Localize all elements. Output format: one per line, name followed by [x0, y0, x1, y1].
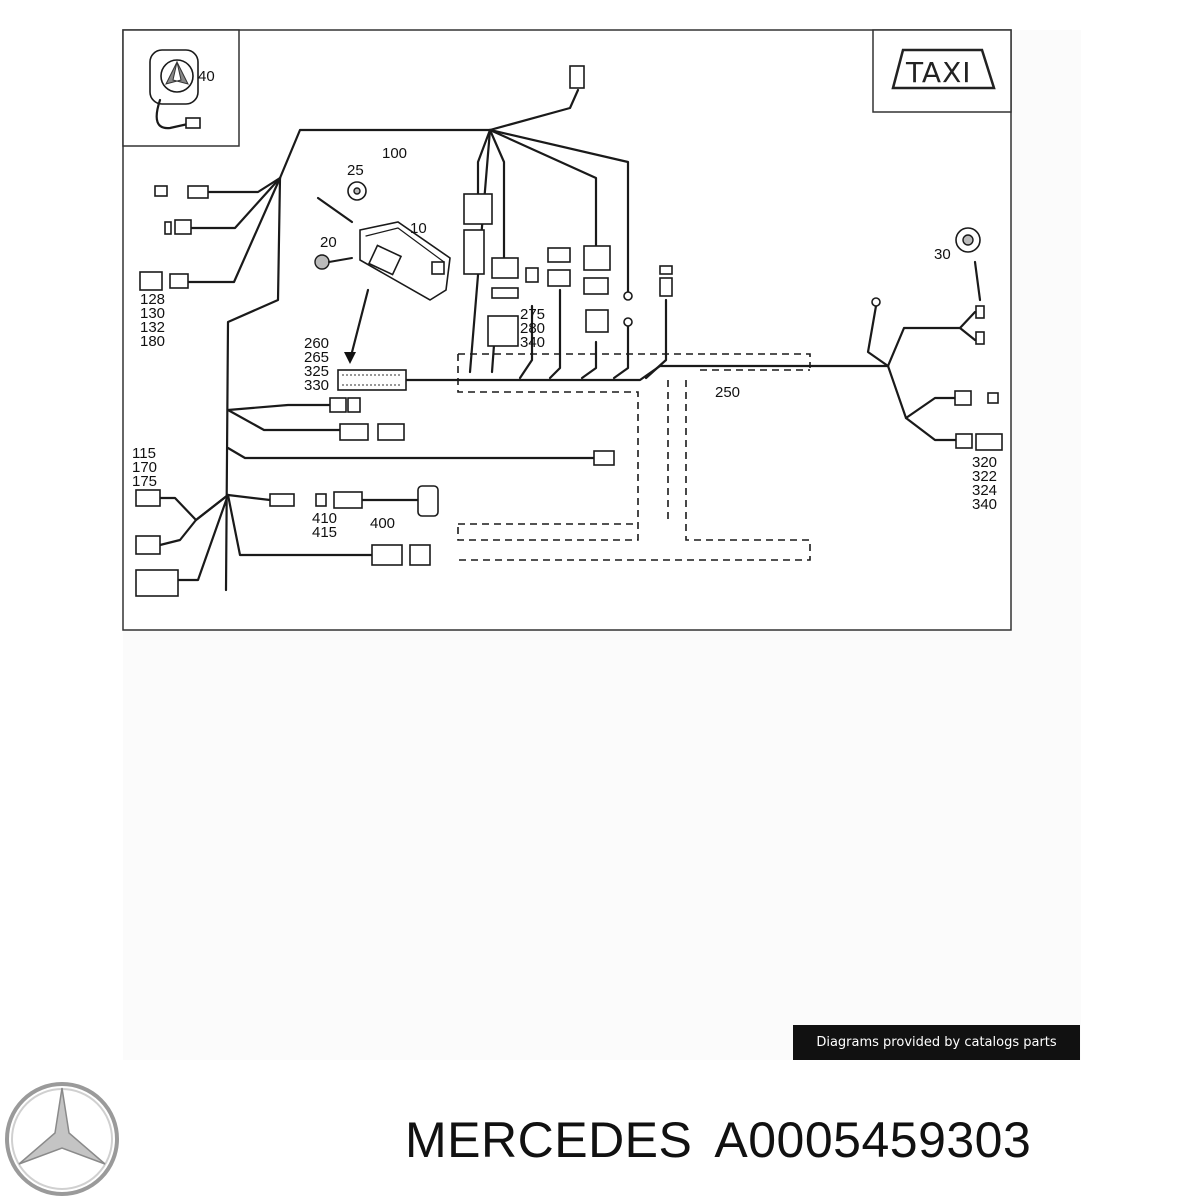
callout-132: 132	[140, 319, 165, 336]
control-unit-10-icon	[316, 196, 451, 364]
callout-324: 324	[972, 482, 997, 499]
callout-25: 25	[347, 162, 364, 179]
callout-410: 410	[312, 510, 337, 527]
brand-name: MERCEDES	[405, 1112, 693, 1168]
callout-40: 40	[198, 68, 215, 85]
callout-415: 415	[312, 524, 337, 541]
mercedes-star-logo-icon	[5, 1082, 119, 1196]
connector-260-icon	[337, 369, 407, 391]
callout-325: 325	[304, 363, 329, 380]
callout-260: 260	[304, 335, 329, 352]
product-title: MERCEDES A0005459303	[405, 1108, 1195, 1172]
harness-wires	[158, 88, 982, 592]
callout-115: 115	[132, 445, 156, 462]
credit-banner: Diagrams provided by catalogs parts	[793, 1025, 1080, 1060]
callout-20: 20	[320, 234, 337, 251]
left-connectors	[135, 185, 615, 597]
taxi-sign-icon	[891, 48, 996, 90]
callout-340-a: 340	[520, 334, 545, 351]
callout-265: 265	[304, 349, 329, 366]
callout-128: 128	[140, 291, 165, 308]
part-number: A0005459303	[714, 1112, 1032, 1168]
callout-275: 275	[520, 306, 545, 323]
callout-180: 180	[140, 333, 165, 350]
top-connectors	[463, 65, 673, 347]
nut-25-icon	[347, 181, 367, 201]
screw-20-icon	[314, 254, 353, 270]
diagram-frame	[122, 29, 1012, 631]
callout-250: 250	[715, 384, 740, 401]
callout-170: 170	[132, 459, 157, 476]
callout-320: 320	[972, 454, 997, 471]
callout-175: 175	[132, 473, 157, 490]
callout-130: 130	[140, 305, 165, 322]
callout-100: 100	[382, 145, 407, 162]
taxi-sign-text: TAXI	[905, 56, 972, 89]
callout-280: 280	[520, 320, 545, 337]
right-connectors	[871, 227, 1003, 451]
callout-30: 30	[934, 246, 951, 263]
callout-10: 10	[410, 220, 427, 237]
callout-340-b: 340	[972, 496, 997, 513]
sensor-40-icon	[149, 49, 201, 130]
callout-330: 330	[304, 377, 329, 394]
callout-400: 400	[370, 515, 395, 532]
callout-322: 322	[972, 468, 997, 485]
dashed-harness-outline	[457, 353, 811, 561]
